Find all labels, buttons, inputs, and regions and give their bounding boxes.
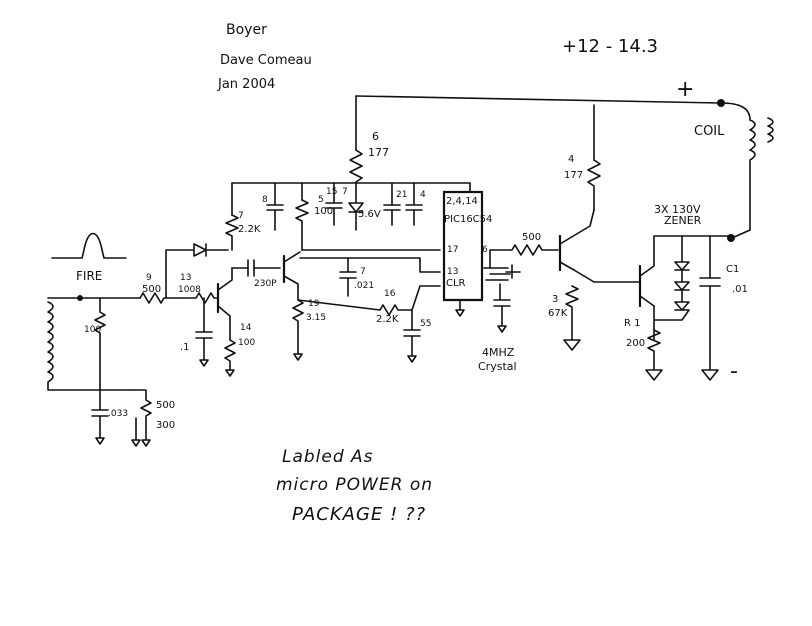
zener-stack [653,235,690,321]
r5-number: 5 [318,195,324,205]
resistor-r4 [587,159,601,211]
crystal-label-1: 4MHZ [482,346,515,359]
c1-number: C1 [726,264,739,275]
driver-transistor [558,209,641,283]
r500b-label: 500 [156,400,175,411]
pic-input-wires [299,249,461,311]
pic-chip [442,182,484,302]
pic-clr: CLR [446,278,466,289]
r16-number: 16 [384,289,396,299]
r6-value: 177 [368,146,389,159]
cap-55-label: 55 [420,319,431,329]
crystal-label-2: Crystal [478,360,517,373]
cap-033-label: .033 [108,409,128,419]
crystal-4mhz [483,249,521,327]
r1-value: 200 [626,338,645,349]
r3-value: 67K [548,308,568,319]
zener-label-1: 3X 130V [654,203,701,216]
author-2: Dave Comeau [220,53,312,68]
c1-value: .01 [732,284,748,295]
fire-label: FIRE [76,269,102,283]
zener-label-2: ZENER [664,214,702,227]
output-transistor [638,235,731,341]
r19-number: 19 [308,299,320,309]
resistor-r9 [139,292,177,304]
pic-name: PIC16C54 [444,214,492,225]
note-line-2: micro POWER on [276,475,433,495]
r3-number: 3 [552,294,558,305]
resistor-r3 [563,285,581,351]
r7-value: 2.2K [238,224,261,235]
r7-number: 7 [238,211,244,221]
cap-15-label: 15 [326,187,337,197]
cap-4-label: 4 [420,190,426,200]
r13-number: 13 [180,273,191,283]
cap-1-label: .1 [180,342,190,353]
fire-waveform [51,232,127,259]
cap-7b-number: 7 [360,267,366,277]
zener-56-label: 5.6V [358,209,381,220]
supply-rail [355,95,725,161]
r4-value: 177 [564,170,583,181]
r9-number: 9 [146,273,152,283]
pic-pin-6: 6 [482,245,488,255]
front-transistor [165,243,441,371]
cap-021-label: .021 [354,281,374,291]
note-line-3: PACKAGE ! ?? [292,504,426,525]
r1-number: R 1 [624,318,641,329]
r6-number: 6 [372,130,379,143]
cap-230p-label: 230P [254,279,277,289]
pic-pin-13: 13 [447,267,458,277]
r19-value: 3.15 [306,313,326,323]
resistor-r500 [489,244,559,256]
resistor-r5 [295,199,309,251]
decoupling-bus [231,182,471,231]
r13-value: 1008 [178,285,201,295]
output-cap [699,235,721,381]
r16-value: 2.2K [376,314,399,325]
r10-label: 100 [84,325,101,335]
r500-label: 500 [522,232,541,243]
resistor-r1 [645,329,663,381]
cap-7-label: 7 [342,187,348,197]
r14-number: 14 [240,323,252,333]
r4-number: 4 [568,154,574,165]
input-pickup [47,295,152,441]
note-line-1: Labled As [282,447,374,467]
supply-voltage: +12 - 14.3 [562,36,658,57]
r9-value: 500 [142,284,161,295]
resistor-r6 [349,149,363,191]
coil-label: COIL [694,124,725,139]
r300-label: 300 [156,420,175,431]
plus-sign: + [676,77,694,102]
r5-value: 100 [314,206,333,217]
minus-sign: - [730,359,738,384]
r14-value: 100 [238,338,255,348]
ignition-coil [720,102,774,242]
r8-number: 8 [262,195,268,205]
pic-pins-top: 2,4,14 [446,196,478,207]
ground-symbols [95,309,507,447]
pic-pin-17: 17 [447,245,458,255]
author-1: Boyer [226,22,267,38]
date-label: Jan 2004 [217,77,275,92]
cap-21-label: 21 [396,190,407,200]
resistor-r7 [225,214,239,251]
